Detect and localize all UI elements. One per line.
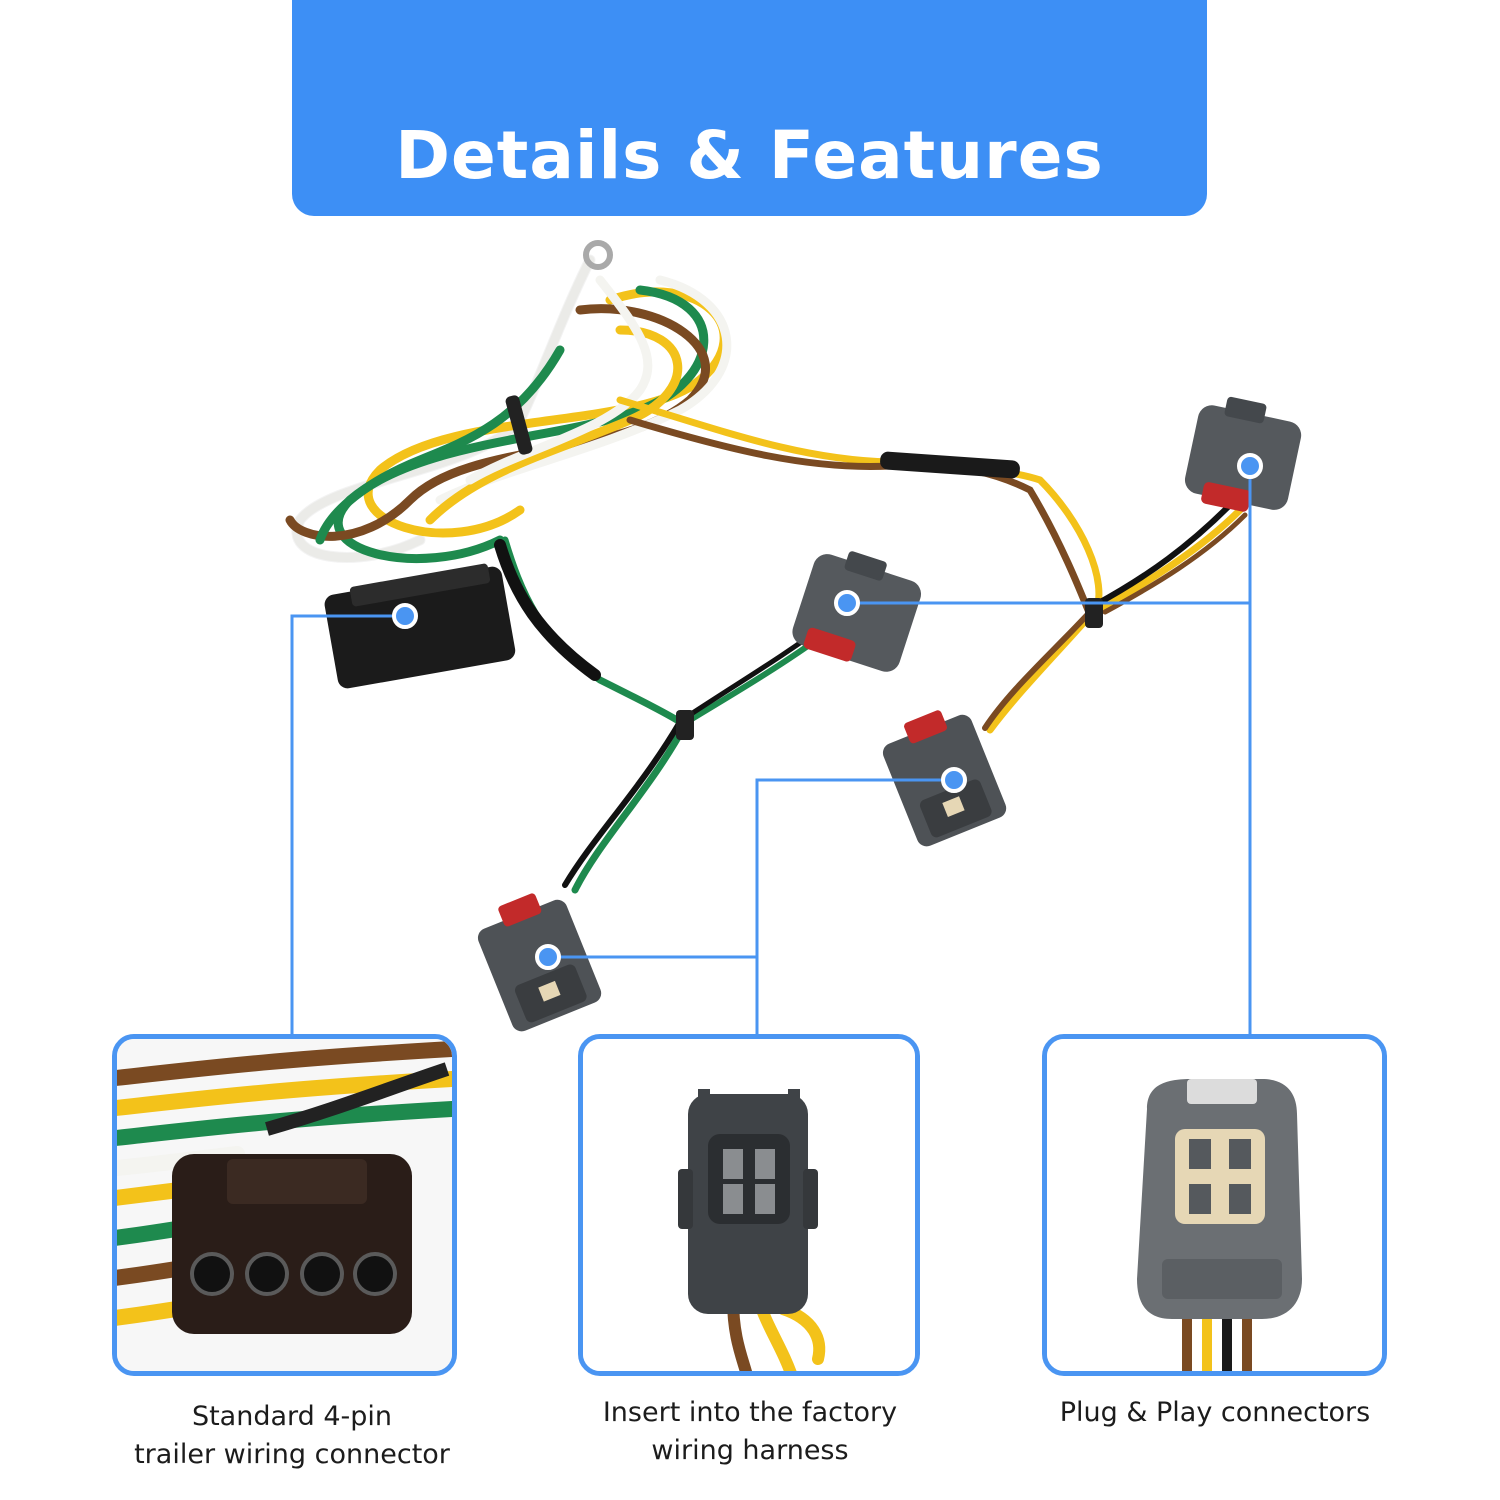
female-connector-left (792, 551, 922, 672)
callout-dot (834, 590, 860, 616)
callout-dot (535, 944, 561, 970)
callout-dot (1237, 453, 1263, 479)
header-banner: Details & Features (292, 0, 1207, 216)
zip-tie (1085, 598, 1103, 628)
heat-shrink-sleeve (880, 451, 1020, 479)
feature-caption-4pin: Standard 4-pin trailer wiring connector (112, 1398, 472, 1474)
callout-dots (392, 453, 1263, 970)
trailer-4pin-connector (324, 563, 516, 689)
caption-line: Plug & Play connectors (1059, 1397, 1371, 1428)
callout-dot (392, 603, 418, 629)
zip-tie (676, 710, 694, 740)
feature-card-4pin (112, 1034, 457, 1376)
callout-lines (290, 466, 1252, 1034)
wire-run-right (616, 396, 1248, 734)
caption-line: trailer wiring connector (134, 1439, 450, 1470)
feature-caption-plug-play: Plug & Play connectors (1025, 1394, 1405, 1432)
feature-card-plug-play (1042, 1034, 1387, 1376)
page-title: Details & Features (395, 117, 1104, 194)
wire-run-left (494, 536, 833, 894)
female-connector-closeup (1047, 1039, 1382, 1371)
ring-terminal (583, 240, 613, 270)
feature-card-factory-harness (578, 1034, 920, 1376)
male-connector-closeup (583, 1039, 915, 1371)
four-pin-connector-closeup (117, 1039, 452, 1371)
caption-line: wiring harness (651, 1435, 849, 1466)
feature-caption-factory-harness: Insert into the factory wiring harness (560, 1394, 940, 1470)
callout-dot (941, 767, 967, 793)
caption-line: Standard 4-pin (191, 1401, 393, 1432)
zip-tie (505, 395, 533, 455)
caption-line: Insert into the factory (602, 1397, 898, 1428)
